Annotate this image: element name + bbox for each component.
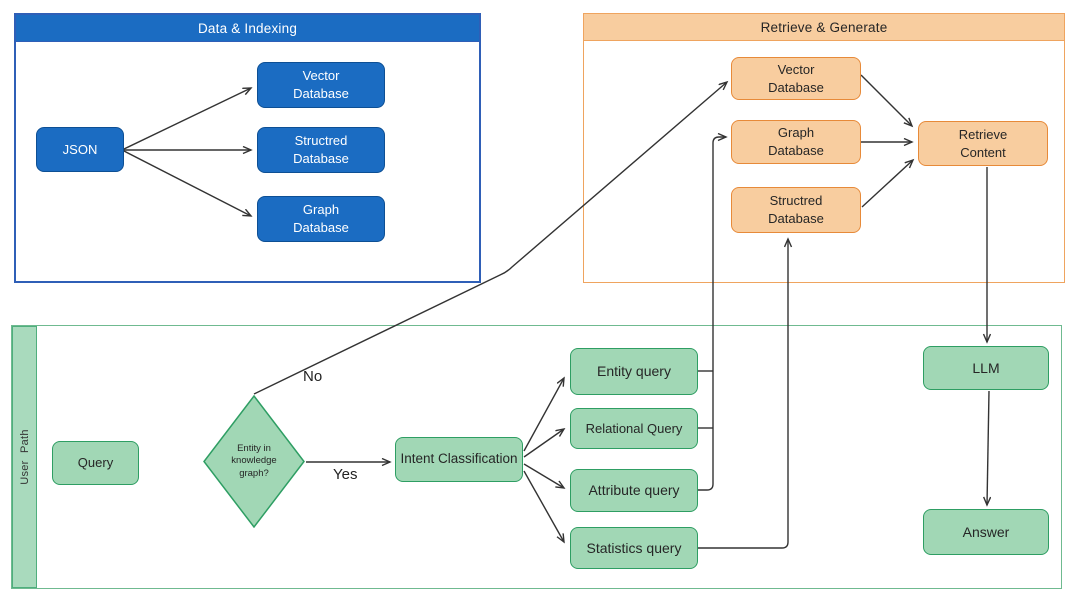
- edge-label-yes: Yes: [333, 466, 358, 483]
- section-title-retrieve-generate: Retrieve & Generate: [583, 13, 1065, 41]
- edge-vector-db-to-retrieve-content: [860, 74, 912, 126]
- node-entity-query: Entity query: [570, 348, 698, 395]
- node-graph-database-retrieve: Graph Database: [731, 120, 861, 164]
- node-relational-query: Relational Query: [570, 408, 698, 449]
- edge-json-to-vector-db: [123, 88, 251, 150]
- node-decision-entity-in-knowledge-graph: Entity in knowledge graph?: [203, 395, 305, 528]
- node-structured-database-retrieve: Structred Database: [731, 187, 861, 233]
- node-retrieve-content: Retrieve Content: [918, 121, 1048, 166]
- section-retrieve-generate: Retrieve & Generate: [583, 13, 1065, 283]
- section-user-path: User Path: [11, 325, 1062, 589]
- edge-intent-to-attribute-query: [523, 463, 564, 488]
- edge-structured-db-to-retrieve-content: [861, 160, 913, 208]
- node-statistics-query: Statistics query: [570, 527, 698, 569]
- node-json: JSON: [36, 127, 124, 172]
- edge-intent-to-statistics-query: [523, 470, 564, 542]
- edge-statistics-query-to-structured-db: [698, 239, 788, 549]
- node-llm: LLM: [923, 346, 1049, 390]
- edge-label-no: No: [303, 368, 323, 385]
- edge-json-to-graph-db: [123, 150, 251, 216]
- user-path-sidebar: User Path: [12, 326, 37, 588]
- node-vector-database-indexing: Vector Database: [257, 62, 385, 108]
- node-query: Query: [52, 441, 139, 485]
- edge-queries-to-graph-db: [698, 137, 726, 491]
- decision-label: Entity in knowledge graph?: [231, 442, 277, 479]
- node-answer: Answer: [923, 509, 1049, 555]
- diamond-shape: [203, 395, 305, 528]
- edge-intent-to-entity-query: [523, 378, 564, 452]
- section-title-data-indexing: Data & Indexing: [15, 14, 480, 42]
- edge-intent-to-relational-query: [523, 429, 564, 458]
- section-data-indexing: Data & Indexing: [14, 13, 481, 283]
- edge-no-to-vector-db: [253, 82, 727, 395]
- node-attribute-query: Attribute query: [570, 469, 698, 512]
- edge-llm-to-answer: [987, 390, 989, 505]
- node-vector-database-retrieve: Vector Database: [731, 57, 861, 100]
- node-structured-database-indexing: Structred Database: [257, 127, 385, 173]
- node-intent-classification: Intent Classification: [395, 437, 523, 482]
- node-graph-database-indexing: Graph Database: [257, 196, 385, 242]
